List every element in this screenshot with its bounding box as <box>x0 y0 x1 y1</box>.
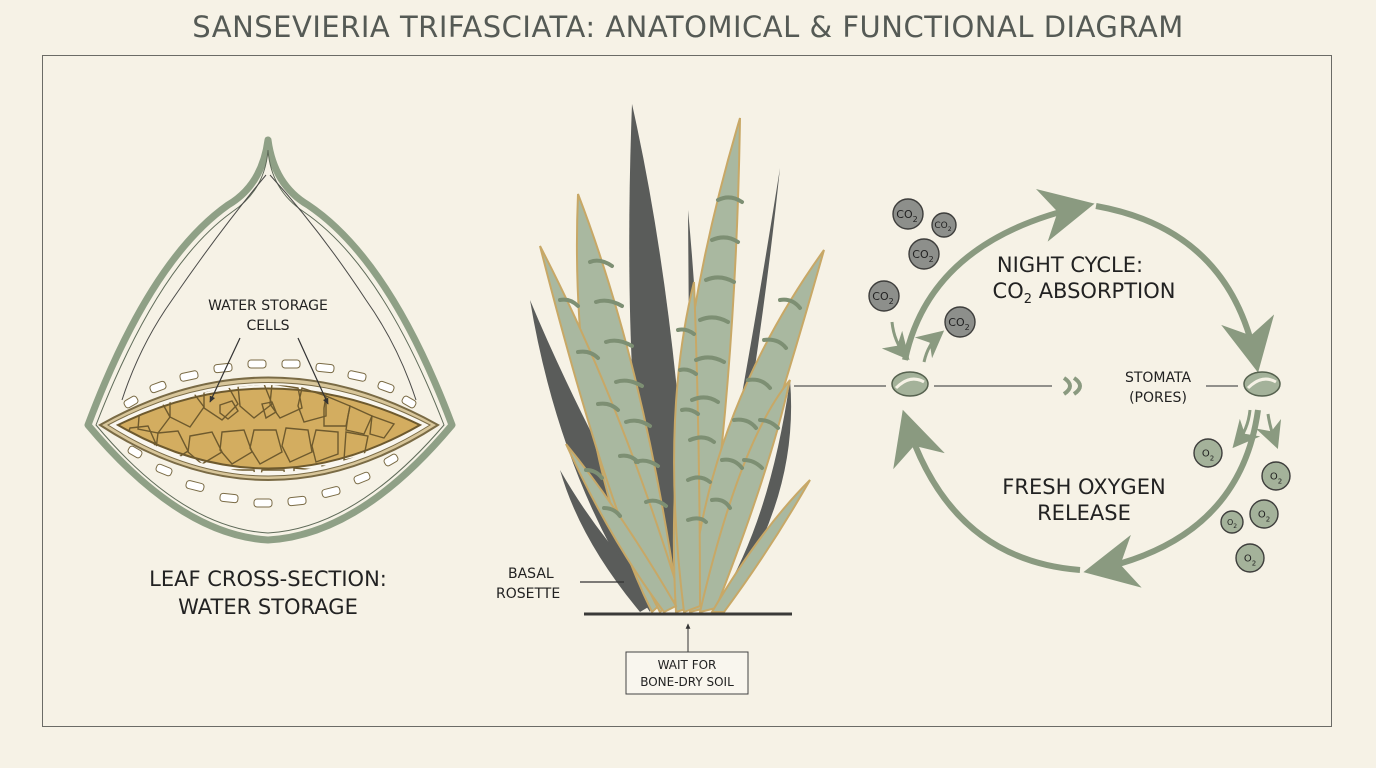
co2-bubble-label: CO2 <box>912 248 933 264</box>
co2-bubble-label: CO2 <box>872 290 893 306</box>
o2-bubble-label: O2 <box>1258 510 1270 524</box>
leaf-caption-2: WATER STORAGE <box>178 595 358 619</box>
o2-bubble: O2 <box>1235 543 1265 573</box>
co2-bubble-label: CO2 <box>948 316 969 332</box>
stomata-label-2: (PORES) <box>1129 390 1187 406</box>
oxygen-title-1: FRESH OXYGEN <box>1002 475 1165 499</box>
co2-bubble: CO2 <box>868 280 900 312</box>
basal-label-2: ROSETTE <box>496 586 560 602</box>
co2-bubble: CO2 <box>892 198 924 230</box>
o2-bubble-label: O2 <box>1202 449 1214 463</box>
co2-absorption-label: CO2 ABSORPTION <box>993 279 1176 307</box>
leaf-cross-section: WATER STORAGE CELLS LEAF CROSS-SECTION: … <box>84 136 456 619</box>
co2-bubble: CO2 <box>944 306 976 338</box>
co2-bubble: CO2 <box>931 212 957 238</box>
stomata-label-1: STOMATA <box>1125 370 1191 386</box>
soil-note-2: BONE-DRY SOIL <box>640 675 734 689</box>
stomata-left <box>891 371 929 397</box>
oxygen-title-2: RELEASE <box>1037 501 1131 525</box>
soil-note-1: WAIT FOR <box>658 658 717 672</box>
o2-bubble: O2 <box>1249 499 1279 529</box>
co2-bubble-label: CO2 <box>934 221 951 233</box>
o2-bubble: O2 <box>1261 461 1291 491</box>
basal-label-1: BASAL <box>508 566 554 582</box>
diagram-frame <box>42 55 1332 727</box>
o2-bubble-label: O2 <box>1244 554 1256 568</box>
water-storage-label-1: WATER STORAGE <box>208 298 328 314</box>
o2-bubble: O2 <box>1220 510 1244 534</box>
night-cycle-title: NIGHT CYCLE: <box>997 253 1143 277</box>
gas-exchange-cycle: NIGHT CYCLE: CO2 ABSORPTION STOMATA (POR… <box>868 188 1291 588</box>
stomata-right <box>1243 371 1281 397</box>
leaf-caption-1: LEAF CROSS-SECTION: <box>149 567 387 591</box>
water-storage-label-2: CELLS <box>246 318 289 334</box>
leaf-outline <box>84 136 456 544</box>
co2-bubble-label: CO2 <box>896 208 917 224</box>
o2-bubble: O2 <box>1193 438 1223 468</box>
page-title: SANSEVIERIA TRIFASCIATA: ANATOMICAL & FU… <box>192 10 1184 44</box>
snake-plant: BASAL ROSETTE WAIT FOR BONE-DRY SOIL <box>496 104 886 695</box>
co2-bubble: CO2 <box>908 238 940 270</box>
o2-bubble-label: O2 <box>1227 518 1237 530</box>
o2-bubble-label: O2 <box>1270 472 1282 486</box>
